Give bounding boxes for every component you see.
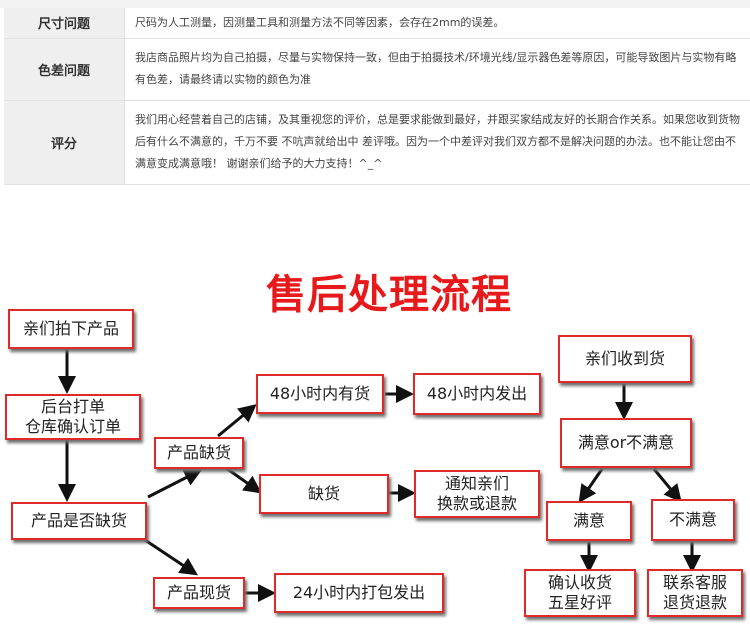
flow-step-out-of-stock: 产品缺货 xyxy=(154,437,244,469)
flow-step-check-stock: 产品是否缺货 xyxy=(11,502,147,540)
flow-step-48h-have: 48小时内有货 xyxy=(256,374,384,414)
arrow-question-to-satisfied xyxy=(578,468,604,503)
flow-step-lacking: 缺货 xyxy=(259,474,389,514)
flow-step-48h-ship: 48小时内发出 xyxy=(413,373,541,415)
arrow-out-of-stock-to-lacking xyxy=(225,466,262,494)
flow-step-received: 亲们收到货 xyxy=(558,335,692,383)
flow-step-24h-ship: 24小时内打包发出 xyxy=(274,573,444,613)
row-text-size: 尺码为人工测量，因测量工具和测量方法不同等因素，会存在2mm的误差。 xyxy=(124,8,750,39)
row-label-size: 尺寸问题 xyxy=(4,8,125,39)
flow-step-unsatisfied: 不满意 xyxy=(651,499,735,541)
table-row: 尺寸问题 尺码为人工测量，因测量工具和测量方法不同等因素，会存在2mm的误差。 xyxy=(4,8,750,39)
row-label-rating: 评分 xyxy=(4,100,125,185)
row-text-rating: 我们用心经营着自己的店铺，及其重视您的评价，总是要求能做到最好，并跟买家结成友好… xyxy=(124,100,750,185)
info-table: 尺寸问题 尺码为人工测量，因测量工具和测量方法不同等因素，会存在2mm的误差。 … xyxy=(4,8,750,185)
arrow-check-to-in-stock xyxy=(144,538,198,576)
arrow-out-of-stock-to-48h xyxy=(217,404,257,438)
flow-title: 售后处理流程 xyxy=(266,272,512,318)
row-label-color: 色差问题 xyxy=(4,38,125,101)
flow-step-satisfied-question: 满意or不满意 xyxy=(560,418,692,468)
flow-step-order: 亲们拍下产品 xyxy=(8,309,134,349)
table-row: 色差问题 我店商品照片均为自己拍摄，尽量与实物保持一致，但由于拍摄技术/环境光线… xyxy=(4,38,750,101)
table-row: 评分 我们用心经营着自己的店铺，及其重视您的评价，总是要求能做到最好，并跟买家结… xyxy=(4,100,750,185)
flow-step-satisfied: 满意 xyxy=(546,501,632,541)
flow-step-contact: 联系客服 退货退款 xyxy=(647,569,743,617)
top-strip xyxy=(0,0,750,8)
arrow-check-to-out-of-stock xyxy=(147,469,203,499)
flow-step-confirm: 确认收货 五星好评 xyxy=(524,569,636,617)
arrow-question-to-unsatisfied xyxy=(652,468,682,503)
flow-step-notify: 通知亲们 换款或退款 xyxy=(414,470,540,518)
row-text-color: 我店商品照片均为自己拍摄，尽量与实物保持一致，但由于拍摄技术/环境光线/显示器色… xyxy=(124,38,750,101)
flow-step-in-stock: 产品现货 xyxy=(153,577,245,609)
flow-step-backend: 后台打单 仓库确认订单 xyxy=(5,394,141,440)
